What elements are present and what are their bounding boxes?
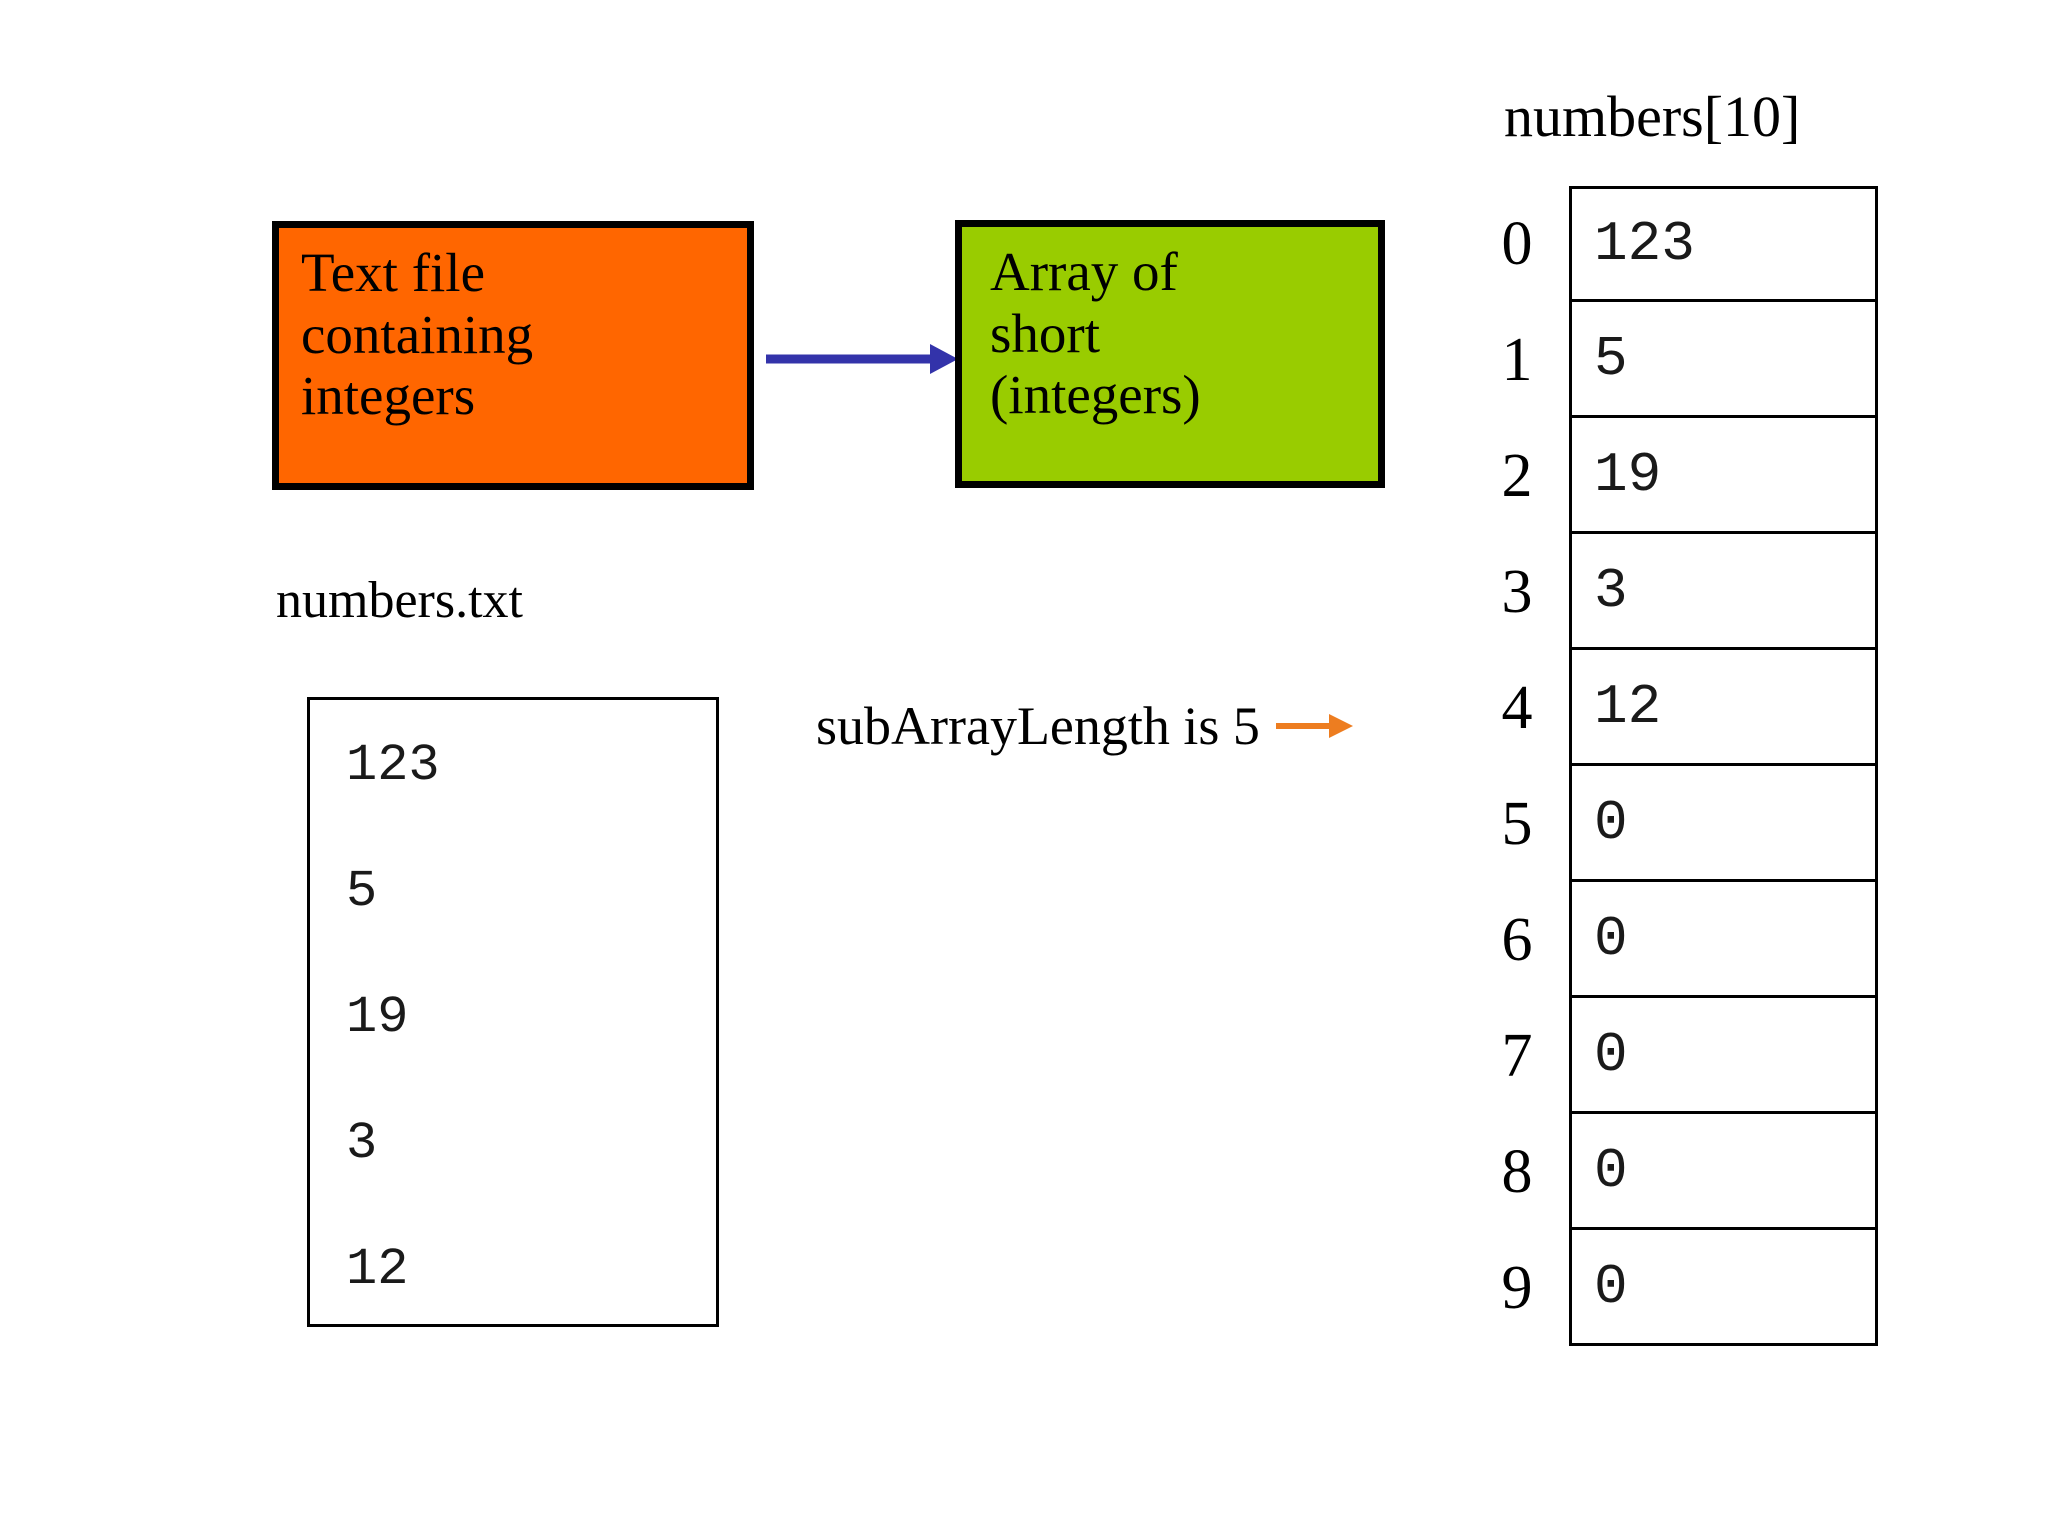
- array-cell: 0: [1569, 998, 1878, 1114]
- array-cell: 3: [1569, 534, 1878, 650]
- array-index-label: 4: [1501, 674, 1533, 742]
- array-cell-value: 3: [1594, 558, 1628, 623]
- array-row: 3 3: [1478, 534, 1878, 650]
- array-of-short-box: Array of short (integers): [955, 220, 1385, 488]
- array-index-label: 5: [1501, 790, 1533, 858]
- text-file-box: Text file containing integers: [272, 221, 754, 490]
- sub-array-length-label: subArrayLength is 5: [816, 696, 1260, 756]
- array-row: 7 0: [1478, 998, 1878, 1114]
- array-index-label: 0: [1501, 210, 1533, 278]
- text-file-box-line-2: containing: [301, 303, 534, 365]
- array-cell: 19: [1569, 418, 1878, 534]
- array-row: 5 0: [1478, 766, 1878, 882]
- file-line: 5: [346, 862, 378, 921]
- array-index-label: 8: [1501, 1138, 1533, 1206]
- array-cell: 12: [1569, 650, 1878, 766]
- array-cell: 0: [1569, 1230, 1878, 1346]
- array-of-short-box-line-3: (integers): [990, 364, 1201, 426]
- file-contents-box: 123 5 19 3 12: [307, 697, 719, 1327]
- file-name-label: numbers.txt: [276, 572, 523, 629]
- array-cell-value: 19: [1594, 442, 1662, 507]
- annotation-right-arrow-icon: [1275, 714, 1353, 738]
- array-cell-value: 123: [1594, 212, 1695, 276]
- array-cell: 5: [1569, 302, 1878, 418]
- array-cell-value: 0: [1594, 1138, 1628, 1203]
- array-cell-value: 0: [1594, 1254, 1628, 1319]
- flow-right-arrow-icon: [766, 344, 958, 374]
- array-cell: 0: [1569, 882, 1878, 998]
- array-row: 8 0: [1478, 1114, 1878, 1230]
- file-line: 123: [346, 736, 440, 795]
- array-index-label: 6: [1501, 906, 1533, 974]
- array-row: 6 0: [1478, 882, 1878, 998]
- array-row: 9 0: [1478, 1230, 1878, 1346]
- array-cell-value: 12: [1594, 674, 1662, 739]
- array-index-label: 2: [1501, 442, 1533, 510]
- file-line: 3: [346, 1114, 378, 1173]
- array-of-short-box-line-1: Array of: [990, 241, 1178, 302]
- file-line: 12: [346, 1240, 409, 1299]
- file-line: 19: [346, 988, 409, 1047]
- array-cell: 0: [1569, 1114, 1878, 1230]
- array-table: 0 123 1 5 2 19 3 3 4 12: [1478, 186, 1878, 1346]
- array-cell-value: 0: [1594, 906, 1628, 971]
- array-cell: 123: [1569, 186, 1878, 302]
- array-row: 4 12: [1478, 650, 1878, 766]
- array-cell-value: 0: [1594, 1022, 1628, 1087]
- array-index-label: 7: [1501, 1022, 1533, 1090]
- array-cell-value: 5: [1594, 326, 1628, 391]
- array-title: numbers[10]: [1504, 84, 1801, 149]
- array-row: 1 5: [1478, 302, 1878, 418]
- array-cell-value: 0: [1594, 790, 1628, 855]
- array-of-short-box-line-2: short: [990, 302, 1100, 364]
- array-row: 0 123: [1478, 186, 1878, 302]
- sub-array-length-annotation: subArrayLength is 5: [816, 688, 1354, 764]
- array-row: 2 19: [1478, 418, 1878, 534]
- array-index-label: 3: [1501, 558, 1533, 626]
- text-file-box-line-3: integers: [301, 365, 476, 427]
- array-index-label: 9: [1501, 1254, 1533, 1322]
- text-file-box-line-1: Text file: [301, 242, 485, 303]
- array-index-label: 1: [1501, 326, 1533, 394]
- array-cell: 0: [1569, 766, 1878, 882]
